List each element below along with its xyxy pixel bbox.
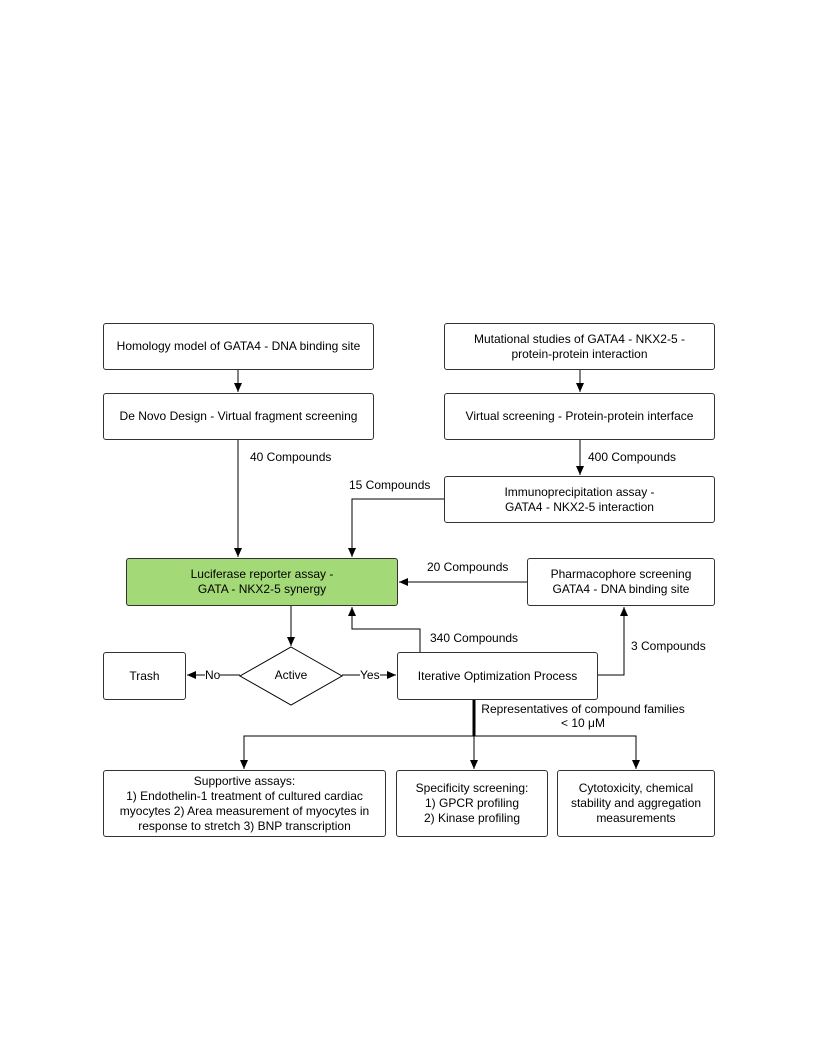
edge-label-400-compounds: 400 Compounds	[588, 450, 677, 464]
homology-model-box: Homology model of GATA4 - DNA binding si…	[103, 323, 374, 370]
active-decision-label: Active	[274, 668, 308, 682]
virtual-screening-label: Virtual screening - Protein-protein inte…	[465, 409, 694, 423]
specificity-line2: 1) GPCR profiling	[424, 796, 520, 810]
edge-label-15-compounds: 15 Compounds	[349, 478, 431, 492]
pharmacophore-line1: Pharmacophore screening	[550, 567, 692, 581]
iterative-optimization-box: Iterative Optimization Process	[397, 652, 598, 700]
cytotoxicity-line2: stability and aggregation	[570, 796, 702, 810]
de-novo-design-box: De Novo Design - Virtual fragment screen…	[103, 393, 374, 440]
edge-label-no: No	[205, 668, 221, 682]
luciferase-assay-line2: GATA - NKX2-5 synergy	[197, 582, 327, 596]
pharmacophore-line2: GATA4 - DNA binding site	[552, 582, 690, 596]
supportive-assays-box: Supportive assays: 1) Endothelin-1 treat…	[103, 770, 386, 837]
edge-label-yes: Yes	[360, 668, 380, 682]
virtual-screening-box: Virtual screening - Protein-protein inte…	[444, 393, 715, 440]
pharmacophore-screening-box: Pharmacophore screening GATA4 - DNA bind…	[527, 558, 715, 606]
iterative-optimization-label: Iterative Optimization Process	[417, 668, 578, 683]
edge-label-40-compounds: 40 Compounds	[250, 450, 332, 464]
luciferase-assay-line1: Luciferase reporter assay -	[190, 567, 334, 581]
luciferase-assay-box: Luciferase reporter assay - GATA - NKX2-…	[126, 558, 398, 606]
arrow-iterative-to-luciferase	[348, 607, 421, 652]
edge-label-20-compounds: 20 Compounds	[427, 560, 509, 574]
arrow-iterative-to-pharmacophore	[598, 607, 628, 676]
de-novo-design-label: De Novo Design - Virtual fragment screen…	[119, 409, 358, 423]
arrow-immuno-to-luciferase	[348, 498, 444, 557]
cytotoxicity-box: Cytotoxicity, chemical stability and agg…	[557, 770, 715, 837]
trash-label: Trash	[129, 668, 160, 683]
mutational-studies-box: Mutational studies of GATA4 - NKX2-5 - p…	[444, 323, 715, 370]
supportive-line3: myocytes 2) Area measurement of myocytes…	[119, 803, 370, 818]
active-diamond-shape	[238, 646, 344, 706]
edge-label-340-compounds: 340 Compounds	[430, 631, 519, 645]
immunoprecipitation-box: Immunoprecipitation assay - GATA4 - NKX2…	[444, 476, 715, 523]
supportive-line2: 1) Endothelin-1 treatment of cultured ca…	[126, 788, 363, 803]
cytotoxicity-line3: measurements	[596, 811, 676, 825]
immunoprecipitation-line2: GATA4 - NKX2-5 interaction	[505, 499, 654, 514]
mutational-studies-line1: Mutational studies of GATA4 - NKX2-5 -	[474, 331, 685, 346]
immunoprecipitation-line1: Immunoprecipitation assay -	[504, 484, 655, 499]
specificity-screening-box: Specificity screening: 1) GPCR profiling…	[396, 770, 548, 837]
specificity-line1: Specificity screening:	[415, 781, 529, 795]
branch-to-supportive	[240, 735, 474, 769]
branch-to-cytotoxicity	[474, 735, 640, 769]
supportive-line1: Supportive assays:	[193, 773, 296, 788]
specificity-line3: 2) Kinase profiling	[423, 811, 521, 825]
mutational-studies-line2: protein-protein interaction	[511, 346, 648, 361]
supportive-line4: response to stretch 3) BNP transcription	[138, 818, 351, 833]
homology-model-label: Homology model of GATA4 - DNA binding si…	[116, 339, 361, 353]
representatives-line2: < 10 μM	[561, 716, 605, 730]
trash-box: Trash	[103, 652, 186, 700]
cytotoxicity-line1: Cytotoxicity, chemical	[578, 781, 694, 795]
edge-label-3-compounds: 3 Compounds	[631, 639, 706, 653]
edge-label-representatives: Representatives of compound families < 1…	[480, 702, 686, 730]
representatives-line1: Representatives of compound families	[481, 702, 685, 716]
